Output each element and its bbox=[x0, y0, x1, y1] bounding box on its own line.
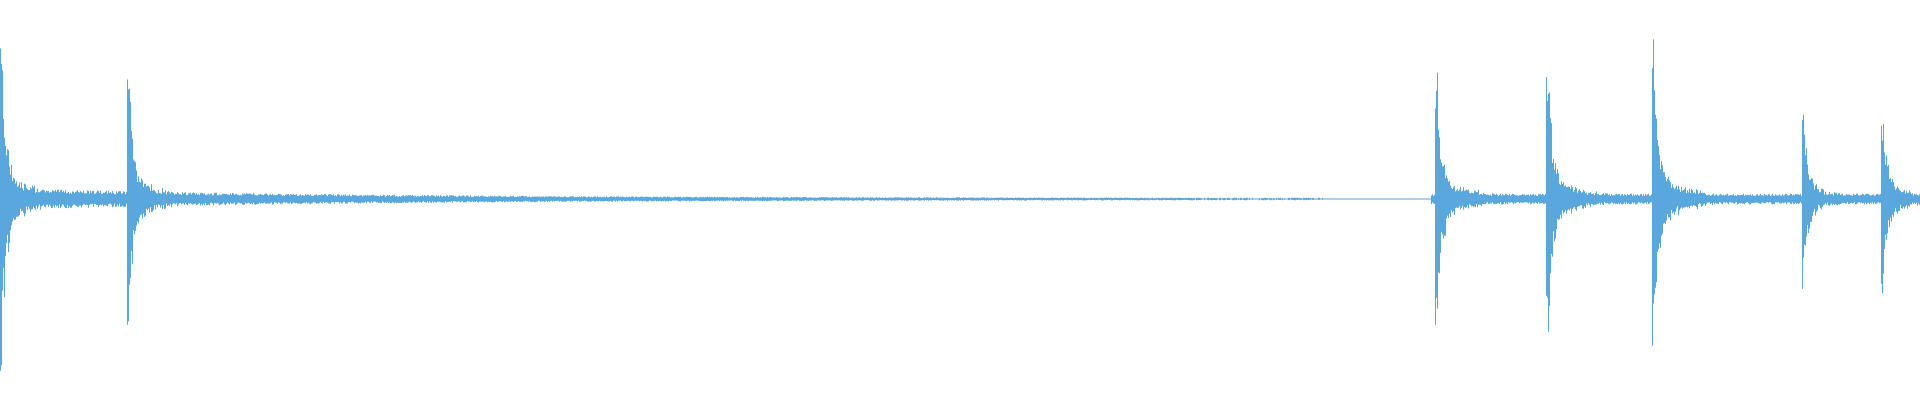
waveform-samples bbox=[0, 39, 1920, 371]
waveform-path bbox=[0, 39, 1920, 371]
